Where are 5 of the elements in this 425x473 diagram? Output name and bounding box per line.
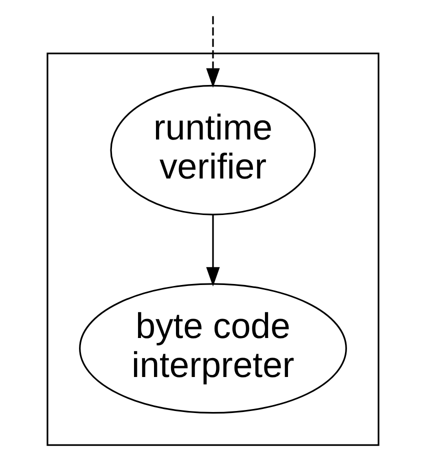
arrow: [206, 16, 220, 88]
node-ellipse: runtime verifier: [110, 84, 316, 216]
cluster: [46, 52, 379, 446]
arrow: [206, 214, 220, 287]
node-ellipse: byte code interpreter: [78, 283, 346, 414]
